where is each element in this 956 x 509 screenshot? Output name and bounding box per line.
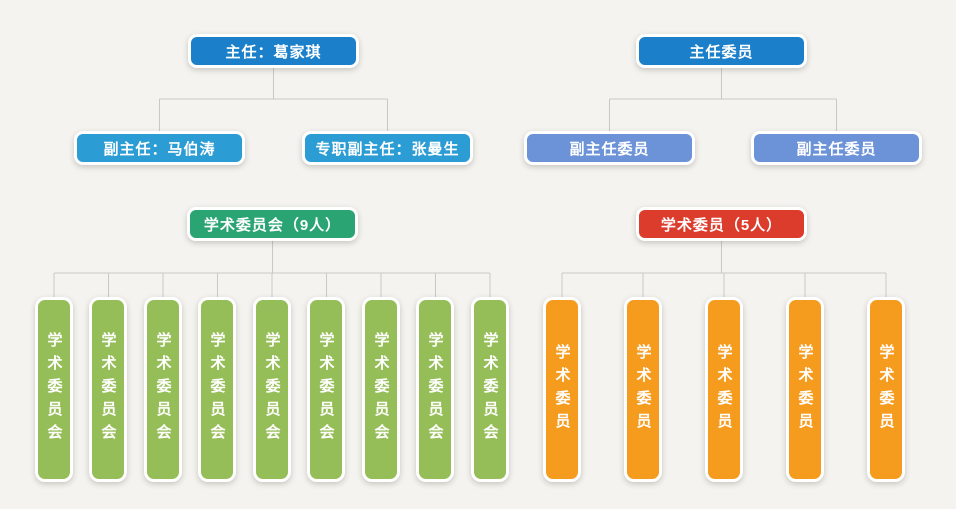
member-box-academic-committee: 学术委员会 xyxy=(416,297,454,482)
node-chairman: 主任委员 xyxy=(636,34,807,68)
member-box-academic-committee: 学术委员会 xyxy=(307,297,345,482)
node-executive-deputy-director: 专职副主任：张曼生 xyxy=(302,131,473,165)
member-box-academic-committee: 学术委员会 xyxy=(198,297,236,482)
member-box-academic-committee: 学术委员会 xyxy=(471,297,509,482)
member-box-academic-committee: 学术委员会 xyxy=(253,297,291,482)
node-deputy-director: 副主任：马伯涛 xyxy=(74,131,245,165)
node-academic-committee: 学术委员会（9人） xyxy=(187,207,358,241)
member-box-academic-committee: 学术委员会 xyxy=(144,297,182,482)
member-box-academic-member: 学术委员 xyxy=(867,297,905,482)
member-box-academic-committee: 学术委员会 xyxy=(35,297,73,482)
member-box-academic-member: 学术委员 xyxy=(543,297,581,482)
node-academic-members: 学术委员（5人） xyxy=(636,207,807,241)
member-box-academic-committee: 学术委员会 xyxy=(362,297,400,482)
member-box-academic-committee: 学术委员会 xyxy=(89,297,127,482)
node-vice-chairman-1: 副主任委员 xyxy=(524,131,695,165)
member-box-academic-member: 学术委员 xyxy=(786,297,824,482)
member-box-academic-member: 学术委员 xyxy=(624,297,662,482)
node-director: 主任：葛家琪 xyxy=(188,34,359,68)
member-box-academic-member: 学术委员 xyxy=(705,297,743,482)
node-vice-chairman-2: 副主任委员 xyxy=(751,131,922,165)
